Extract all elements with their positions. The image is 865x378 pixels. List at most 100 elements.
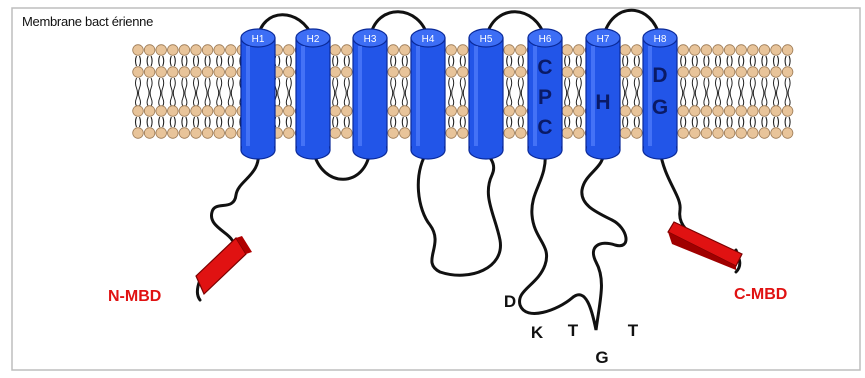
- lipid-head: [388, 67, 399, 78]
- lipid-head: [771, 45, 782, 56]
- motif-letters: DKTGT: [504, 292, 639, 367]
- lipid-head: [574, 128, 585, 139]
- lipid-tail: [522, 56, 523, 66]
- lipid-tail: [742, 78, 744, 106]
- lipid-tail: [708, 56, 709, 66]
- lipid-tail: [507, 117, 508, 127]
- helix-label: H5: [480, 34, 493, 45]
- lipid-tail: [634, 78, 636, 106]
- lipid-tail: [774, 56, 775, 66]
- lipid-tail: [463, 78, 465, 106]
- lipid-head: [446, 45, 457, 56]
- lipid-tail: [395, 56, 396, 66]
- lipid-head: [574, 45, 585, 56]
- lipid-head: [504, 67, 515, 78]
- lipid-head: [620, 128, 631, 139]
- lipid-tail: [159, 56, 160, 66]
- lipid-head: [724, 67, 735, 78]
- lipid-head: [620, 106, 631, 117]
- lipid-head: [133, 67, 144, 78]
- lipid-head: [226, 67, 237, 78]
- lipid-tail: [568, 78, 570, 106]
- lipid-head: [724, 128, 735, 139]
- lipid-tail: [286, 56, 287, 66]
- lipid-tail: [518, 117, 519, 127]
- lipid-tail: [623, 56, 624, 66]
- lipid-head: [446, 106, 457, 117]
- lipid-tail: [522, 117, 523, 127]
- lipid-tail: [186, 117, 187, 127]
- lipid-tail: [170, 56, 171, 66]
- helix-residue-letter: P: [538, 86, 552, 109]
- lipid-head: [562, 67, 573, 78]
- lipid-tail: [140, 117, 141, 127]
- helix-4: H4: [411, 29, 445, 159]
- lipid-tail: [217, 117, 218, 127]
- lipid-head: [504, 45, 515, 56]
- lipid-tail: [197, 78, 199, 106]
- lipid-head: [214, 45, 225, 56]
- lipid-tail: [707, 78, 709, 106]
- lipid-tail: [623, 78, 625, 106]
- lipid-tail: [739, 78, 741, 106]
- lipid-tail: [774, 78, 776, 106]
- lipid-tail: [731, 56, 732, 66]
- lipid-head: [202, 45, 213, 56]
- lipid-head: [771, 106, 782, 117]
- lipid-tail: [217, 56, 218, 66]
- lipid-tail: [511, 117, 512, 127]
- lipid-tail: [182, 117, 183, 127]
- lipid-tail: [333, 78, 335, 106]
- lipid-tail: [788, 78, 790, 106]
- lipid-tail: [685, 56, 686, 66]
- lipid-head: [133, 106, 144, 117]
- lipid-head: [713, 128, 724, 139]
- lipid-head: [782, 106, 793, 117]
- lipid-tail: [232, 117, 233, 127]
- lipid-tail: [695, 78, 697, 106]
- lipid-head: [284, 45, 295, 56]
- helix-label: H4: [422, 34, 435, 45]
- lipid-head: [678, 45, 689, 56]
- lipid-tail: [286, 78, 288, 106]
- lipid-tail: [337, 56, 338, 66]
- lipid-tail: [704, 56, 705, 66]
- lipid-tail: [198, 117, 199, 127]
- lipid-tail: [789, 56, 790, 66]
- lipid-tail: [449, 56, 450, 66]
- lipid-tail: [569, 56, 570, 66]
- lipid-tail: [627, 56, 628, 66]
- lipid-head: [330, 106, 341, 117]
- lipid-head: [701, 67, 712, 78]
- lipid-tail: [220, 78, 222, 106]
- lipid-tail: [394, 78, 396, 106]
- lipid-tail: [766, 56, 767, 66]
- lipid-head: [574, 106, 585, 117]
- lipid-tail: [464, 117, 465, 127]
- lipid-head: [144, 67, 155, 78]
- lipid-tail: [754, 117, 755, 127]
- lipid-head: [168, 45, 179, 56]
- lipid-head: [690, 45, 701, 56]
- lipid-tail: [785, 56, 786, 66]
- lipid-head: [516, 106, 527, 117]
- lipid-tail: [162, 78, 164, 106]
- lipid-tail: [194, 56, 195, 66]
- lipid-tail: [231, 78, 233, 106]
- lipid-head: [504, 106, 515, 117]
- lipid-tail: [766, 117, 767, 127]
- lipid-tail: [719, 78, 721, 106]
- lipid-tail: [391, 117, 392, 127]
- lipid-tail: [136, 78, 138, 106]
- lipid-head: [214, 67, 225, 78]
- helix-label: H3: [364, 34, 377, 45]
- lipid-tail: [348, 117, 349, 127]
- lipid-tail: [402, 117, 403, 127]
- lipid-head: [678, 67, 689, 78]
- helix-label: H1: [252, 34, 265, 45]
- lipid-head: [214, 128, 225, 139]
- lipid-tail: [344, 117, 345, 127]
- lipid-tail: [150, 78, 152, 106]
- lipid-tail: [194, 78, 196, 106]
